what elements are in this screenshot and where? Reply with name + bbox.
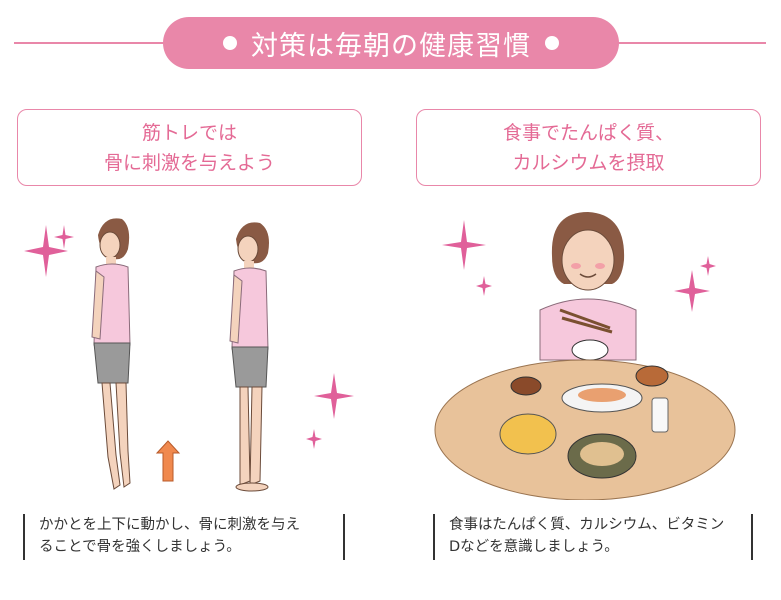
header-line-right	[606, 42, 766, 44]
dining-table	[434, 359, 736, 500]
heel-raise-illustration	[24, 218, 354, 492]
exercise-caption-line-2: ることで骨を強くしましょう。	[39, 539, 241, 555]
header-banner: 対策は毎朝の健康習慣	[163, 17, 619, 69]
pumpkin-bowl	[499, 413, 557, 455]
exercise-caption: かかとを上下に動かし、骨に刺激を与え ることで骨を強くしましょう。	[23, 514, 345, 560]
woman-eating	[539, 212, 637, 361]
header-title: 対策は毎朝の健康習慣	[251, 30, 531, 62]
header-line-left	[14, 42, 174, 44]
bullet-icon	[223, 36, 237, 50]
diet-label-line-1: 食事でたんぱく質、	[502, 121, 674, 144]
exercise-caption-line-1: かかとを上下に動かし、骨に刺激を与え	[39, 517, 300, 533]
diet-caption: 食事はたんぱく質、カルシウム、ビタミン Dなどを意識しましょう。	[433, 514, 753, 560]
meal-illustration	[434, 212, 736, 500]
sparkle-icon	[674, 256, 716, 312]
diet-label-line-2: カルシウムを摂取	[512, 151, 665, 174]
diet-caption-line-1: 食事はたんぱく質、カルシウム、ビタミン	[449, 517, 725, 533]
exercise-label-line-1: 筋トレでは	[141, 121, 237, 144]
milk-glass	[651, 397, 669, 433]
arrow-up-icon	[155, 440, 181, 482]
exercise-label-line-2: 骨に刺激を与えよう	[103, 151, 275, 174]
miso-soup-bowl	[510, 376, 542, 396]
diet-caption-line-2: Dなどを意識しましょう。	[449, 539, 619, 555]
sparkle-icon	[24, 225, 74, 277]
woman-standing	[229, 222, 269, 492]
bullet-icon	[545, 36, 559, 50]
woman-on-tiptoe	[91, 218, 131, 490]
sparkle-icon	[306, 373, 354, 449]
exercise-label-box: 筋トレでは 骨に刺激を与えよう	[17, 109, 362, 186]
diet-label-box: 食事でたんぱく質、 カルシウムを摂取	[416, 109, 761, 186]
natto-bowl	[635, 365, 669, 387]
sparkle-icon	[442, 220, 492, 296]
